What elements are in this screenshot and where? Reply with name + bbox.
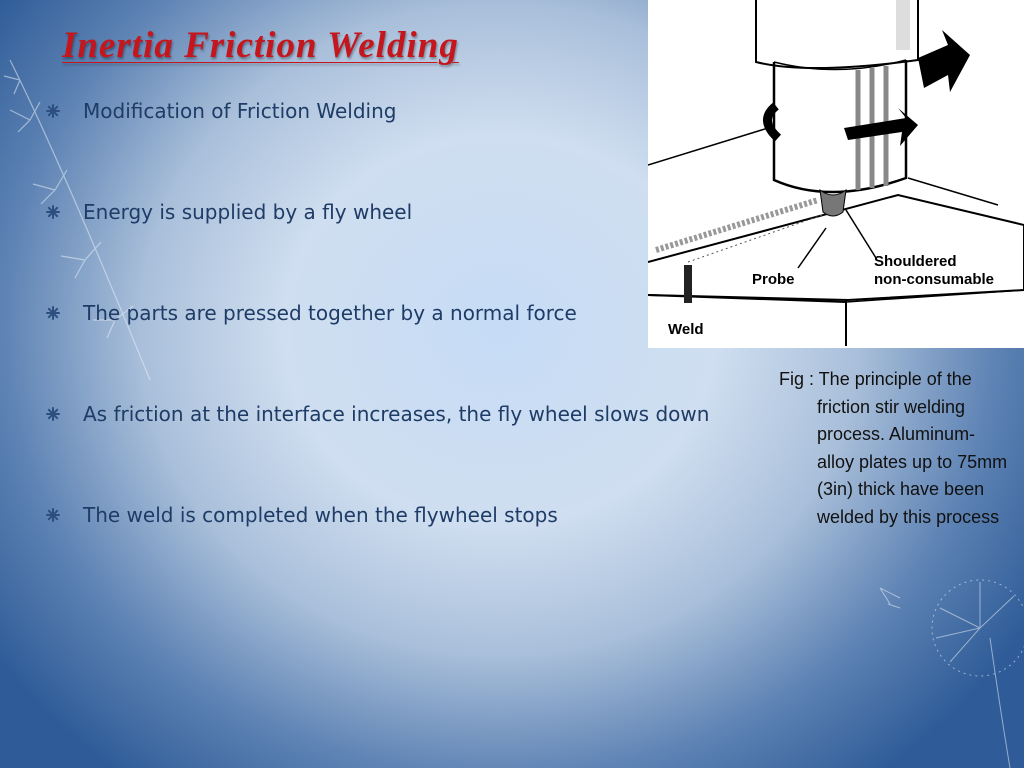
weld-label: Weld xyxy=(668,321,704,338)
list-item: As friction at the interface increases, … xyxy=(46,399,766,500)
figure-caption: Fig : The principle of the friction stir… xyxy=(779,369,1008,527)
bullet-text: As friction at the interface increases, … xyxy=(83,402,710,426)
bullet-star-icon xyxy=(46,508,60,522)
bullet-text: Energy is supplied by a fly wheel xyxy=(83,200,413,224)
bullet-star-icon xyxy=(46,104,60,118)
bullet-text: The parts are pressed together by a norm… xyxy=(83,301,577,325)
shoulder-leader xyxy=(845,209,877,259)
slide-title: Inertia Friction Welding xyxy=(62,25,459,66)
weld-seam xyxy=(655,197,819,253)
tool-upper xyxy=(755,0,919,70)
list-item: The parts are pressed together by a norm… xyxy=(46,298,766,399)
bullet-star-icon xyxy=(46,407,60,421)
list-item: The weld is completed when the flywheel … xyxy=(46,500,766,601)
shoulder-label-line2: non-consumable xyxy=(874,271,994,288)
friction-stir-welding-figure: Probe Weld Shouldered non-consumable xyxy=(647,0,1024,348)
tool-shank xyxy=(772,60,908,194)
dandelion-decoration-left-icon xyxy=(3,59,151,381)
bullet-text: The weld is completed when the flywheel … xyxy=(83,503,558,527)
bullet-list: Modification of Friction Welding Energy … xyxy=(46,96,766,601)
workpiece-right-edge xyxy=(845,289,1024,303)
dandelion-decoration-right-icon xyxy=(879,579,1024,768)
list-item: Modification of Friction Welding xyxy=(46,96,766,197)
shoulder-label-line1: Shouldered xyxy=(874,253,957,270)
bullet-star-icon xyxy=(46,306,60,320)
travel-direction-arrow-icon xyxy=(918,30,970,92)
list-item: Energy is supplied by a fly wheel xyxy=(46,197,766,298)
welding-diagram: Probe Weld Shouldered non-consumable xyxy=(647,0,1024,346)
weld-section xyxy=(684,265,692,303)
rotation-arrow-right-icon xyxy=(844,108,918,146)
rotation-arrow-icon xyxy=(763,102,782,142)
bullet-text: Modification of Friction Welding xyxy=(83,99,397,123)
workpiece-top-outline xyxy=(647,193,1024,302)
probe-tip xyxy=(819,188,847,217)
probe-label: Probe xyxy=(752,271,795,288)
probe-leader xyxy=(797,227,827,269)
bullet-star-icon xyxy=(46,205,60,219)
